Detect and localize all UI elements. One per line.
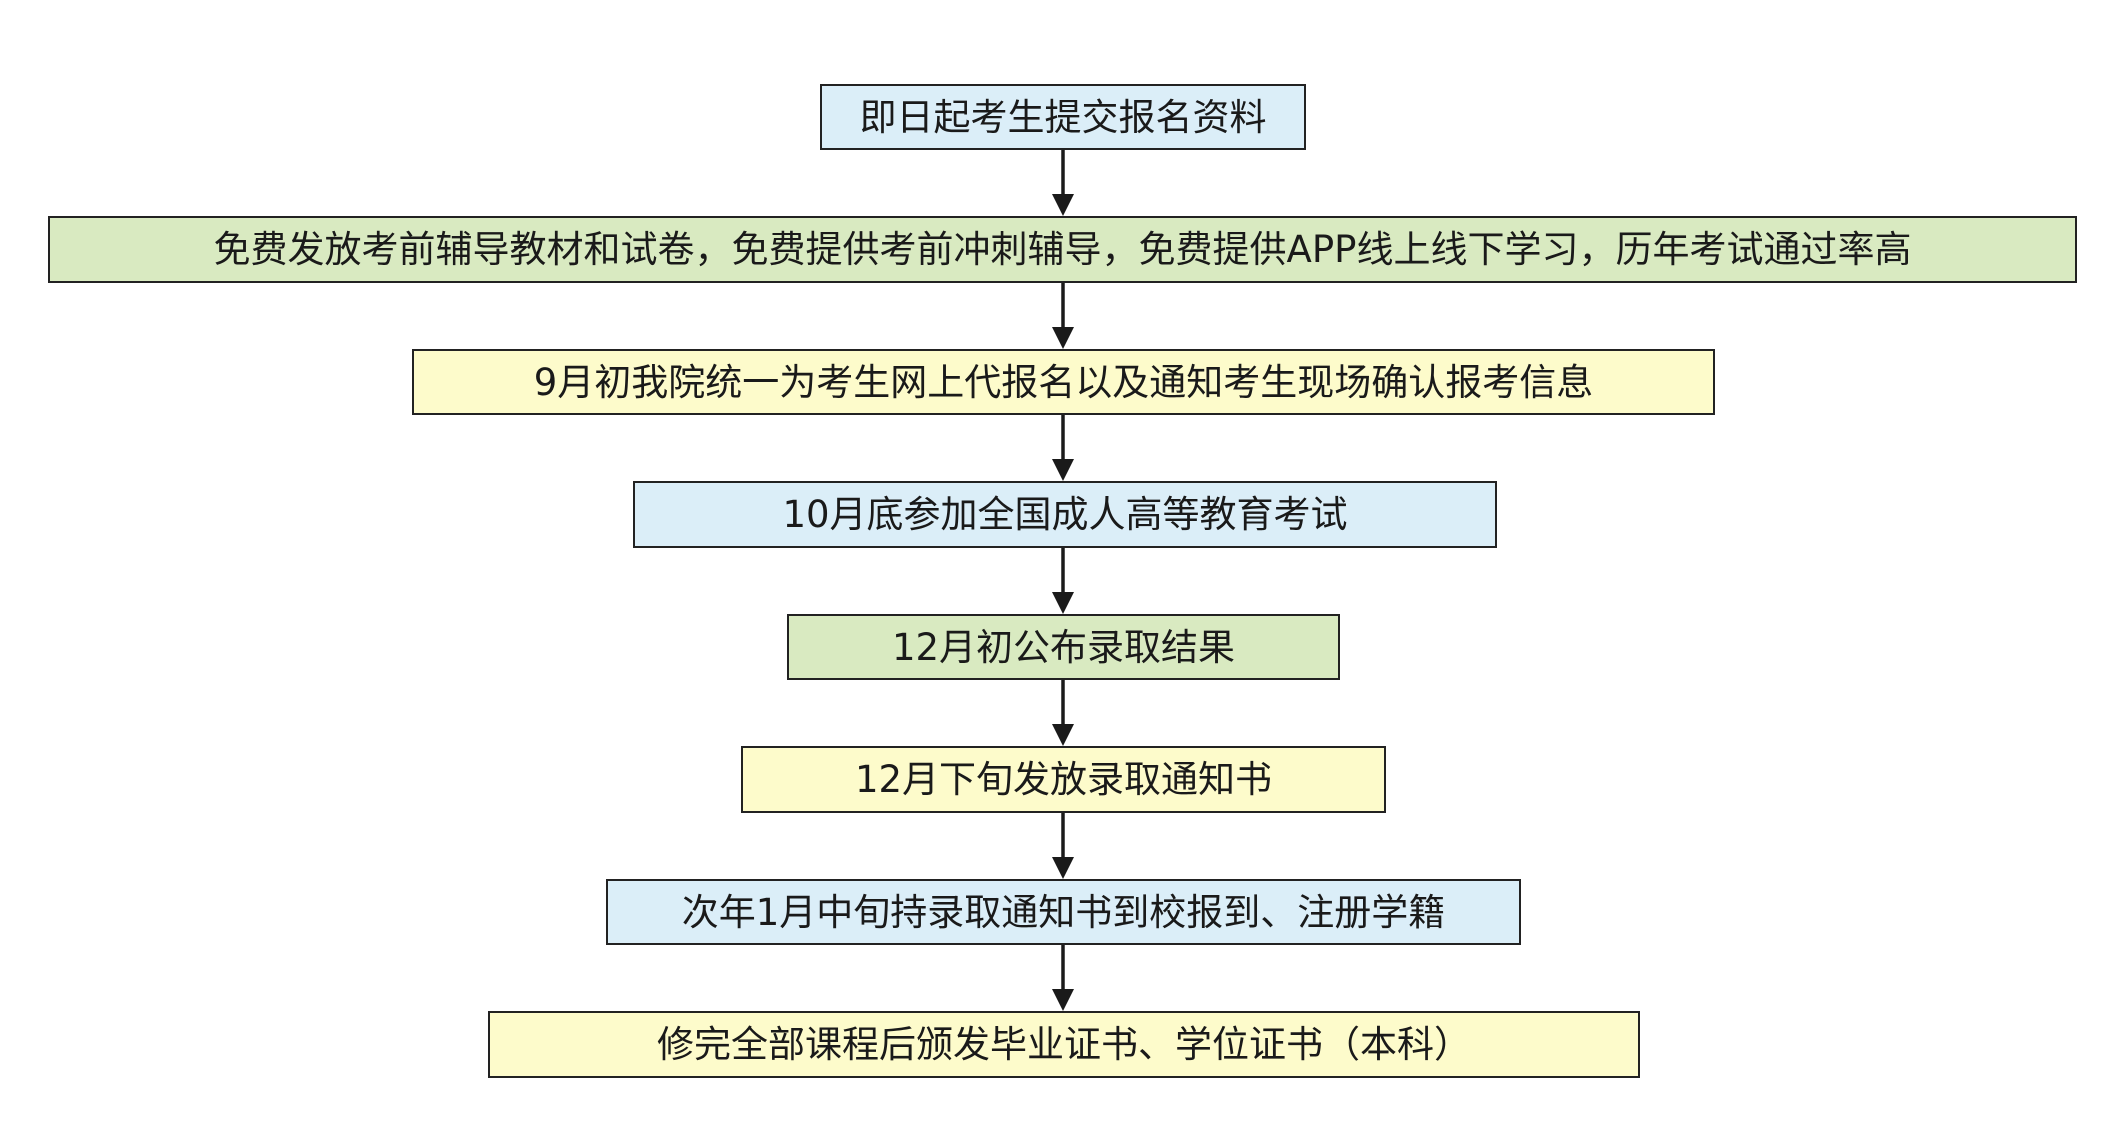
step-graduation-certificates-text: 修完全部课程后颁发毕业证书、学位证书（本科） [657, 1023, 1471, 1066]
flow-arrow-step6-to-step7 [1052, 813, 1074, 879]
step-submit-application-text: 即日起考生提交报名资料 [859, 95, 1267, 139]
flow-arrow-step2-to-step3 [1052, 283, 1074, 349]
step-announce-results: 12月初公布录取结果 [787, 614, 1340, 680]
flow-arrow-step4-to-step5 [1052, 548, 1074, 614]
step-enrollment-registration: 次年1月中旬持录取通知书到校报到、注册学籍 [606, 879, 1521, 945]
flow-arrow-step7-to-step8 [1052, 945, 1074, 1011]
step-national-exam-text: 10月底参加全国成人高等教育考试 [782, 493, 1348, 536]
step-online-registration: 9月初我院统一为考生网上代报名以及通知考生现场确认报考信息 [412, 349, 1715, 415]
flow-arrow-step3-to-step4 [1052, 415, 1074, 481]
step-issue-admission-notice-text: 12月下旬发放录取通知书 [854, 758, 1273, 801]
step-graduation-certificates: 修完全部课程后颁发毕业证书、学位证书（本科） [488, 1011, 1640, 1078]
flow-arrow-step5-to-step6 [1052, 680, 1074, 746]
step-announce-results-text: 12月初公布录取结果 [891, 625, 1236, 669]
step-issue-admission-notice: 12月下旬发放录取通知书 [741, 746, 1386, 813]
step-free-tutoring: 免费发放考前辅导教材和试卷，免费提供考前冲刺辅导，免费提供APP线上线下学习，历… [48, 216, 2077, 283]
step-free-tutoring-text: 免费发放考前辅导教材和试卷，免费提供考前冲刺辅导，免费提供APP线上线下学习，历… [213, 228, 1912, 271]
step-enrollment-registration-text: 次年1月中旬持录取通知书到校报到、注册学籍 [681, 890, 1446, 934]
step-submit-application: 即日起考生提交报名资料 [820, 84, 1306, 150]
flow-arrow-step1-to-step2 [1052, 150, 1074, 216]
step-national-exam: 10月底参加全国成人高等教育考试 [633, 481, 1497, 548]
step-online-registration-text: 9月初我院统一为考生网上代报名以及通知考生现场确认报考信息 [533, 360, 1594, 404]
